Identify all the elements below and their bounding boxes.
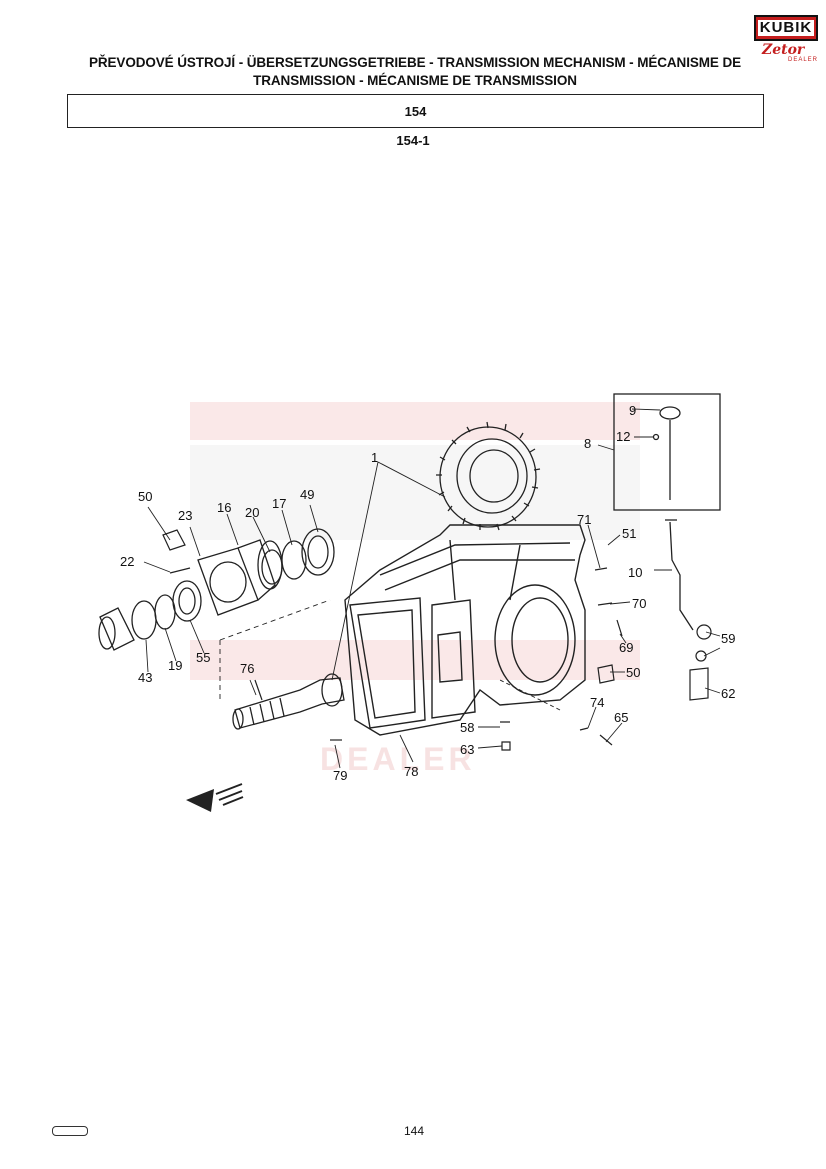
part-label: 49 [300,487,314,502]
section-number-box: 154 [67,94,764,128]
kubik-logo-text: KUBIK [757,19,815,36]
part-label: 59 [721,631,735,646]
part-label: 74 [590,695,604,710]
part-label: 16 [217,500,231,515]
part-label: 1 [371,450,378,465]
part-label: 78 [404,764,418,779]
part-label: 22 [120,554,134,569]
part-label: 51 [622,526,636,541]
part-label: 19 [168,658,182,673]
zetor-logo-text: Zetor [762,42,805,58]
footer-logo-mark [52,1126,88,1136]
part-label: 63 [460,742,474,757]
part-label: 10 [628,565,642,580]
leader-lines [143,408,721,769]
part-label: 71 [577,512,591,527]
part-label: 62 [721,686,735,701]
part-label: 50 [138,489,152,504]
dealer-logo-text: DEALER [788,57,819,63]
part-label: 17 [272,496,286,511]
kubik-logo-box: KUBIK [754,15,818,41]
part-label: 58 [460,720,474,735]
part-label: 69 [619,640,633,655]
part-label: 79 [333,768,347,783]
part-label: 55 [196,650,210,665]
part-label: 50 [626,665,640,680]
part-label: 12 [616,429,630,444]
part-label: 65 [614,710,628,725]
section-number: 154 [404,103,427,119]
part-label: 20 [245,505,259,520]
page-title: PŘEVODOVÉ ÚSTROJÍ - ÜBERSETZUNGSGETRIEBE… [88,55,742,88]
part-label: 76 [240,661,254,676]
ring-gear [436,421,541,531]
direction-arrow-icon [186,783,244,812]
part-label: 9 [629,403,636,418]
watermark-text: DEALER [320,741,476,777]
small-hardware [162,529,712,751]
part-label: 70 [632,596,646,611]
transmission-housing [344,524,586,736]
part-label: 43 [138,670,152,685]
subsection-number: 154-1 [396,133,430,148]
page-number: 144 [404,1124,425,1138]
rings-and-seals [98,528,335,651]
part-label: 23 [178,508,192,523]
kubik-zetor-logo: KUBIK Zetor DEALER [754,15,818,67]
part-labels: 1 8 9 12 10 50 23 16 20 17 49 22 43 19 5… [120,403,735,783]
input-shaft [232,673,345,730]
part-label: 8 [584,436,591,451]
